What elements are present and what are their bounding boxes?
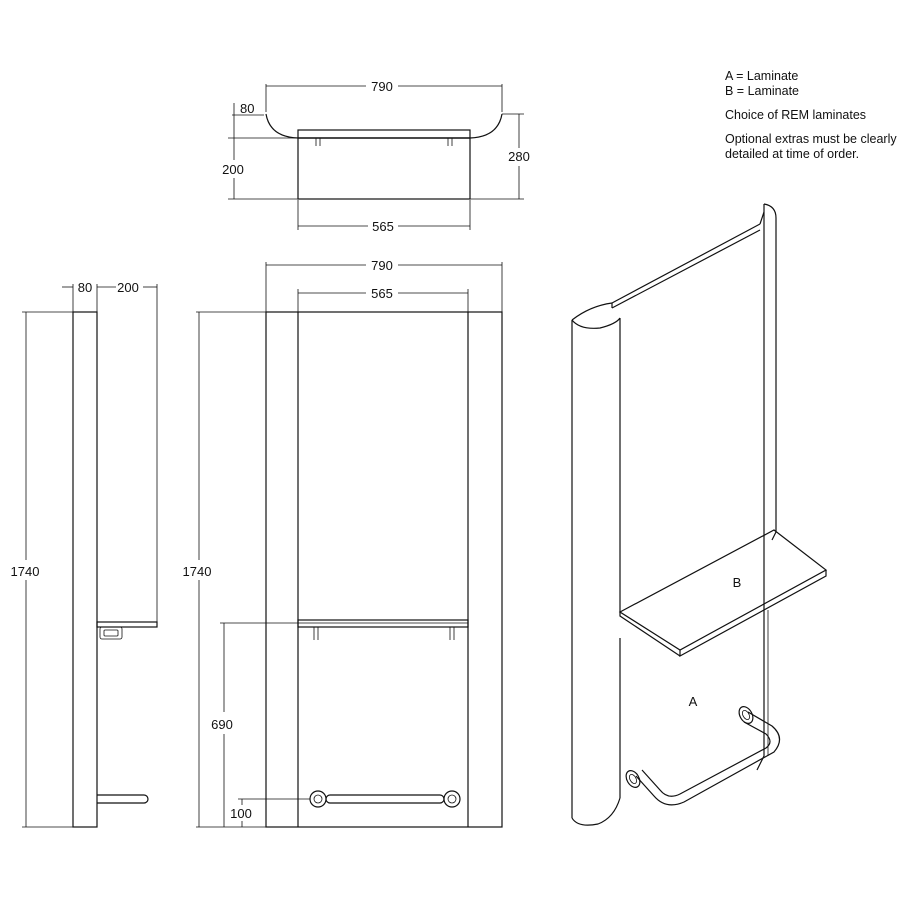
note-laminate-a: A = Laminate xyxy=(725,69,799,83)
side-view: 80 200 1740 xyxy=(11,280,158,828)
isometric-view: B A xyxy=(571,203,828,826)
iso-top-edge xyxy=(611,223,761,304)
note-optional-extras-2: detailed at time of order. xyxy=(725,147,860,161)
side-thickness-80: 80 xyxy=(78,280,92,295)
front-shelf-width-565: 565 xyxy=(371,286,393,301)
front-grab-rail xyxy=(325,794,445,804)
plan-shelf-top xyxy=(297,129,471,139)
front-rail-mount-left xyxy=(309,790,327,808)
notes-block: A = Laminate B = Laminate Choice of REM … xyxy=(725,69,900,162)
plan-inset-80: 80 xyxy=(240,101,254,116)
note-rem-choice: Choice of REM laminates xyxy=(725,108,867,122)
side-shelf xyxy=(96,621,158,628)
iso-rail-mount-right xyxy=(738,706,754,724)
plan-curved-profile xyxy=(265,113,503,139)
front-rail-mount-right xyxy=(443,790,461,808)
front-rail-height-100: 100 xyxy=(230,806,252,821)
iso-rail-mount-left xyxy=(625,770,641,788)
note-laminate-b: B = Laminate xyxy=(725,84,800,98)
plan-view: 790 80 200 280 565 xyxy=(222,79,530,234)
side-panel xyxy=(72,311,98,828)
iso-right-curved-edge xyxy=(763,203,777,541)
plan-width-790: 790 xyxy=(371,79,393,94)
front-height-1740: 1740 xyxy=(183,564,212,579)
plan-shelf-body xyxy=(297,137,471,200)
front-view: 790 565 1740 690 xyxy=(183,258,503,828)
side-grab-rail xyxy=(97,794,149,804)
iso-back-edge xyxy=(756,204,765,771)
front-shelf xyxy=(297,619,469,628)
iso-left-column-top xyxy=(571,302,613,321)
side-depth-200: 200 xyxy=(117,280,139,295)
front-panel xyxy=(265,311,503,828)
iso-shelf-front xyxy=(679,570,827,658)
iso-grab-rail-outer xyxy=(635,711,781,806)
front-shelf-height-690: 690 xyxy=(211,717,233,732)
side-height-1740: 1740 xyxy=(11,564,40,579)
front-width-790: 790 xyxy=(371,258,393,273)
plan-total-depth-280: 280 xyxy=(508,149,530,164)
iso-label-a: A xyxy=(689,694,698,709)
plan-shelf-width-565: 565 xyxy=(372,219,394,234)
iso-left-column-base xyxy=(571,797,621,826)
side-shelf-bracket xyxy=(99,626,123,640)
iso-grab-rail-inner xyxy=(641,721,771,797)
note-optional-extras-1: Optional extras must be clearly xyxy=(725,132,897,146)
iso-label-b: B xyxy=(733,575,742,590)
plan-depth-200: 200 xyxy=(222,162,244,177)
